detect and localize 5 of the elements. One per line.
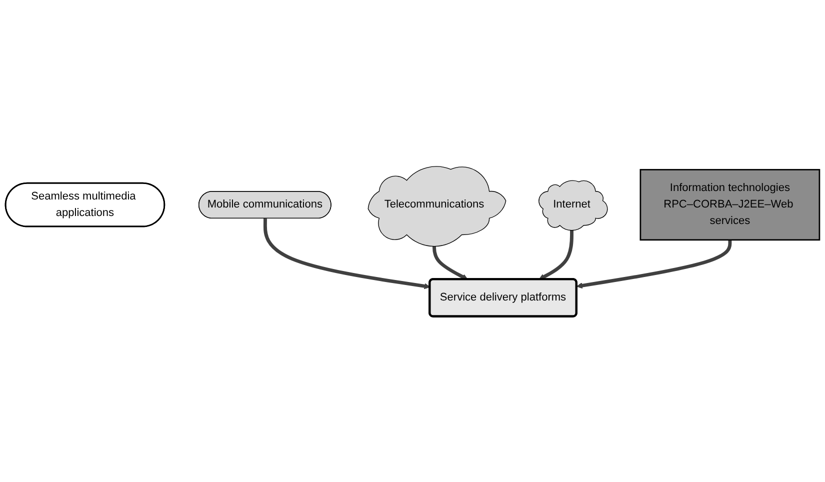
arrow	[538, 229, 574, 280]
arrow	[432, 244, 468, 280]
node-box: Information technologies RPC–CORBA–J2EE–Web services	[640, 168, 820, 240]
arrow	[263, 218, 430, 289]
arrow	[576, 240, 732, 288]
